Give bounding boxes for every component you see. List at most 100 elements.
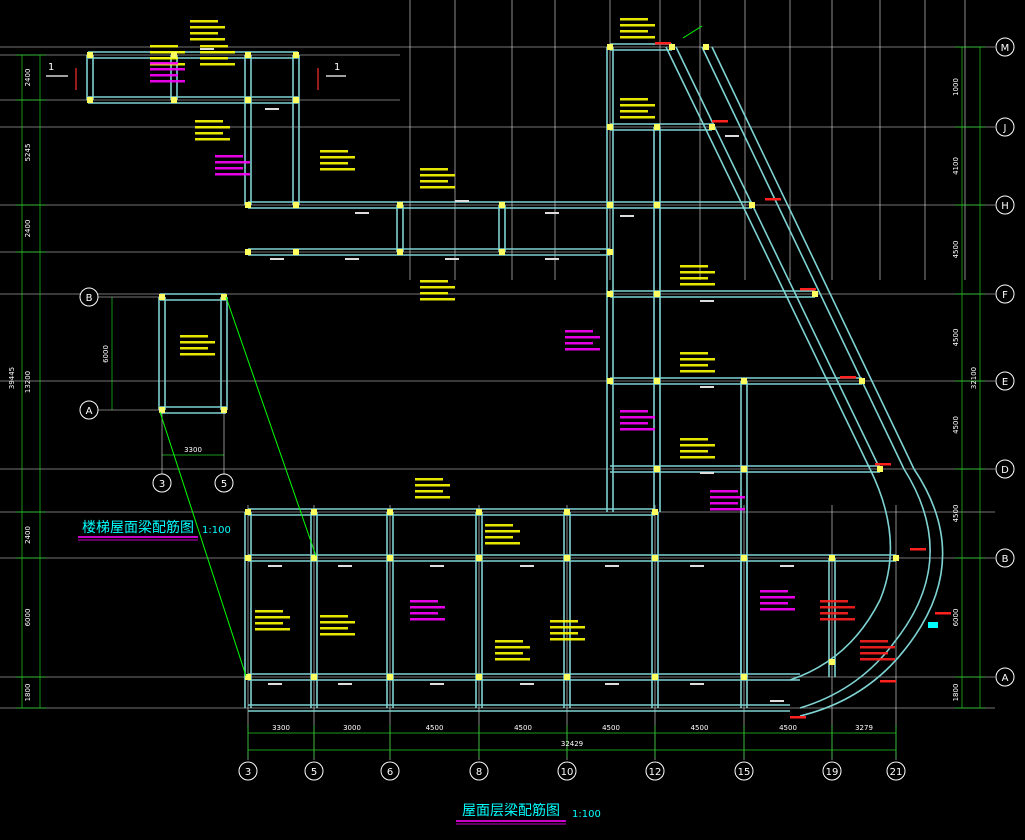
rebar-note-line — [420, 180, 448, 183]
rebar-note-line — [680, 438, 708, 441]
rebar-note-line — [620, 416, 655, 419]
axis-bubble-stair-left-circle — [79, 287, 99, 307]
column-marker — [703, 44, 709, 50]
rebar-note-line — [150, 57, 178, 60]
column-marker — [564, 674, 570, 680]
beam-label-mark — [545, 258, 559, 260]
column-marker — [859, 378, 865, 384]
rebar-note-line — [320, 150, 348, 153]
axis-bubble-right-circle — [995, 371, 1015, 391]
rebar-note-line — [255, 616, 290, 619]
main-drawing-title: 屋面层梁配筋图 — [462, 802, 560, 819]
rebar-note-line — [150, 80, 185, 83]
axis-bubble-bottom-circle — [822, 761, 842, 781]
rebar-note-line — [190, 38, 225, 41]
column-marker — [741, 378, 747, 384]
axis-bubble-bottom-circle — [645, 761, 665, 781]
dim-text-right: 6000 — [952, 609, 960, 627]
rebar-note-line — [215, 161, 250, 164]
rebar-annotations — [150, 18, 951, 719]
rebar-note — [565, 330, 600, 351]
column-marker — [654, 378, 660, 384]
column-marker — [245, 97, 251, 103]
rebar-note — [680, 438, 715, 459]
dim-text-bottom: 3000 — [343, 724, 361, 732]
column-marker — [245, 52, 251, 58]
column-marker — [293, 52, 299, 58]
rebar-note-line — [200, 63, 235, 66]
rebar-note-line — [620, 104, 655, 107]
rebar-note-line — [180, 335, 208, 338]
axis-bubble-bottom-circle — [469, 761, 489, 781]
beam-label-mark — [345, 258, 359, 260]
rebar-note-line — [710, 508, 745, 511]
axis-bubble-bottom-label: 12 — [649, 767, 662, 778]
column-marker — [245, 202, 251, 208]
rebar-note-line — [620, 98, 648, 101]
rebar-note-line — [195, 126, 230, 129]
dim-text-left: 5245 — [24, 144, 32, 162]
rebar-note — [485, 524, 520, 545]
dim-text-right: 1000 — [952, 78, 960, 96]
rebar-note-line — [565, 330, 593, 333]
axis-bubble-right-circle — [995, 37, 1015, 57]
column-marker — [387, 555, 393, 561]
rebar-note-line — [760, 596, 795, 599]
column-marker — [607, 291, 613, 297]
rebar-note — [215, 155, 250, 176]
column-marker — [741, 555, 747, 561]
dim-text-right: 4100 — [952, 157, 960, 175]
axis-bubble-bottom-label: 21 — [890, 767, 903, 778]
axis-bubble-bottom-label: 8 — [476, 767, 482, 778]
rebar-note-line — [680, 277, 708, 280]
rebar-note-line — [820, 600, 848, 603]
rebar-note — [495, 640, 530, 661]
dim-text-right: 4500 — [952, 505, 960, 523]
column-marker — [387, 674, 393, 680]
dim-text-left: 2400 — [24, 220, 32, 238]
axis-bubble-right-label: H — [1001, 201, 1009, 212]
column-marker — [654, 202, 660, 208]
column-marker — [669, 44, 675, 50]
cyan-marker — [928, 622, 938, 628]
column-marker — [293, 97, 299, 103]
columns — [87, 44, 899, 680]
rebar-note — [420, 280, 455, 301]
beam-label-mark — [545, 212, 559, 214]
column-marker — [221, 294, 227, 300]
axis-bubble-right-circle — [995, 117, 1015, 137]
rebar-note — [620, 410, 655, 431]
rebar-note-line — [760, 608, 795, 611]
beam-label-mark — [700, 472, 714, 474]
rebar-note-line — [410, 600, 438, 603]
beam-label-mark — [265, 108, 279, 110]
axis-bubble-stair-bottom-circle — [214, 473, 234, 493]
dimension-lines — [16, 46, 985, 758]
beam-diagonal — [665, 46, 871, 470]
rebar-note-line — [320, 627, 348, 630]
dim-text-right: 4500 — [952, 329, 960, 347]
column-marker — [499, 202, 505, 208]
beam-label-mark — [445, 258, 459, 260]
rebar-note-line — [680, 444, 715, 447]
rebar-note-line — [200, 51, 235, 54]
dim-text-stair-width: 3300 — [184, 446, 202, 454]
rebar-note-line — [495, 652, 523, 655]
dim-text-bottom: 3300 — [272, 724, 290, 732]
rebar-note-line — [180, 347, 208, 350]
section-marker-left — [46, 68, 77, 90]
beam-label-mark — [700, 300, 714, 302]
column-marker — [476, 509, 482, 515]
rebar-note-line — [415, 490, 443, 493]
axis-bubble-stair-left-label: B — [86, 293, 93, 304]
rebar-note-line — [620, 18, 648, 21]
rebar-note-line — [710, 490, 738, 493]
beam-label-mark — [268, 565, 282, 567]
red-marker — [910, 548, 926, 551]
beam-label-mark — [520, 683, 534, 685]
column-marker — [499, 249, 505, 255]
column-marker — [607, 378, 613, 384]
rebar-note — [255, 610, 290, 631]
